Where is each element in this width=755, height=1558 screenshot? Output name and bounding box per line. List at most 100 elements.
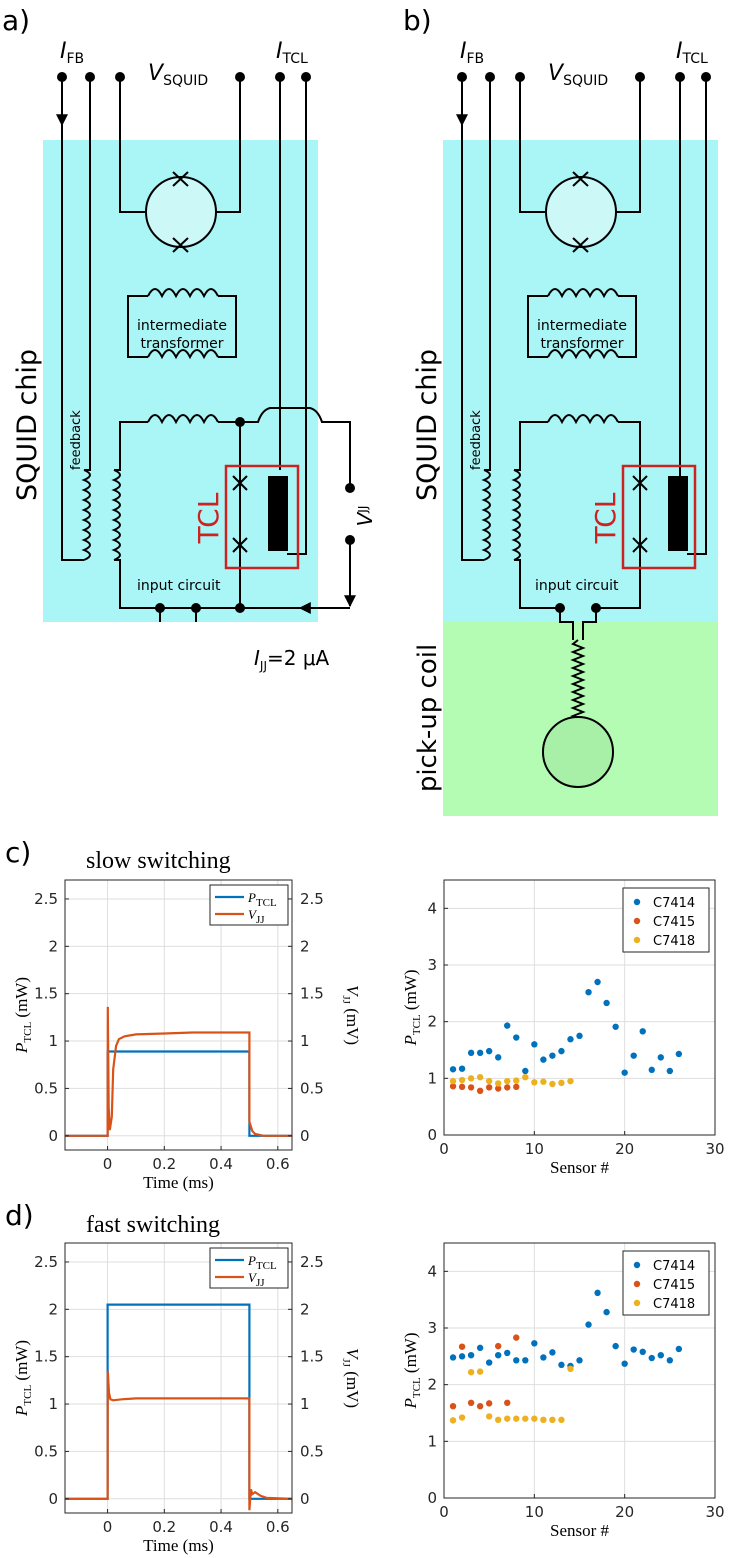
data-point-c7418 <box>458 1076 466 1084</box>
legend-label: C7414 <box>653 1259 695 1274</box>
data-point-c7414 <box>612 1342 619 1350</box>
plot-frame <box>443 879 716 1136</box>
x-tick-label: 20 <box>615 1140 634 1158</box>
x-tick-label: 0.6 <box>266 1155 290 1173</box>
tcl-label-b: TCL <box>589 492 622 544</box>
legend-marker <box>633 1261 641 1269</box>
data-point-c7414 <box>458 1065 466 1072</box>
plot-frame <box>443 1242 716 1499</box>
y-right-tick-label: 2 <box>300 937 310 955</box>
data-point-c7414 <box>458 1353 466 1360</box>
data-point-c7414 <box>585 1321 592 1328</box>
data-point-c7414 <box>558 1361 565 1369</box>
input-circuit-label-b: input circuit <box>535 578 619 594</box>
data-point-c7418 <box>449 1417 457 1424</box>
data-point-c7414 <box>540 1354 547 1361</box>
data-point-c7418 <box>549 1080 556 1088</box>
data-point-c7418 <box>522 1415 529 1422</box>
legend-box <box>209 1247 289 1289</box>
data-point-c7414 <box>603 1308 610 1316</box>
data-point-c7414 <box>504 1349 511 1357</box>
y-right-tick-label: 1.5 <box>300 1348 324 1366</box>
series-line-ptcl <box>65 1303 292 1500</box>
legend-marker <box>633 1280 641 1288</box>
data-point-c7414 <box>675 1050 683 1058</box>
x-tick-label: 30 <box>705 1140 724 1158</box>
data-point-c7418 <box>467 1075 475 1082</box>
data-point-c7415 <box>504 1399 511 1407</box>
y-axis-label: PTCL (mW) <box>401 1332 423 1409</box>
data-point-c7414 <box>630 1346 637 1353</box>
i-tcl-label: ITCL <box>276 39 308 67</box>
panel-c-letter: c) <box>5 836 31 869</box>
y-tick-label: 0 <box>48 1490 58 1508</box>
data-point-c7415 <box>485 1084 493 1091</box>
feedback-label-b: feedback <box>469 410 484 470</box>
data-point-c7418 <box>540 1078 547 1085</box>
y-tick-label: 1.5 <box>34 985 58 1003</box>
data-point-c7415 <box>476 1087 484 1095</box>
data-point-c7414 <box>476 1344 484 1352</box>
panel-d-subtitle: fast switching <box>86 1212 220 1238</box>
y-tick-label: 2.5 <box>34 1253 58 1271</box>
data-point-c7415 <box>504 1084 511 1091</box>
panel-b-circuit: b) IFB VSQUID ITCL <box>403 4 718 816</box>
x-tick-label: 0.4 <box>209 1155 233 1173</box>
data-point-c7414 <box>576 1357 583 1364</box>
data-point-c7414 <box>485 1359 493 1366</box>
legend-label: VJJ <box>248 907 265 926</box>
legend-label: C7418 <box>653 1297 695 1312</box>
data-point-c7414 <box>576 1032 583 1040</box>
y-tick-label: 0 <box>427 1126 437 1144</box>
data-point-c7414 <box>531 1340 538 1347</box>
tcl-box-b <box>621 464 697 570</box>
data-point-c7418 <box>485 1413 493 1420</box>
data-point-c7415 <box>513 1334 520 1341</box>
data-point-c7414 <box>549 1052 556 1059</box>
series-line-vjj <box>65 1370 293 1511</box>
x-tick-label: 10 <box>525 1140 544 1158</box>
data-point-c7414 <box>675 1345 683 1353</box>
y-right-tick-label: 0.5 <box>300 1079 324 1097</box>
squid-chip-label-b: SQUID chip <box>412 349 443 501</box>
tcl-label: TCL <box>192 492 225 544</box>
data-point-c7418 <box>467 1369 475 1376</box>
legend-label: PTCL <box>247 1253 277 1272</box>
x-tick-label: 0.2 <box>152 1155 176 1173</box>
x-tick-label: 0 <box>103 1518 113 1536</box>
data-point-c7415 <box>449 1083 457 1090</box>
data-point-c7418 <box>567 1077 574 1085</box>
data-point-c7414 <box>467 1352 475 1359</box>
data-point-c7418 <box>531 1079 538 1086</box>
data-point-c7414 <box>585 989 592 996</box>
i-tcl-label-b: ITCL <box>676 39 708 67</box>
data-point-c7414 <box>449 1354 457 1361</box>
data-point-c7414 <box>621 1069 628 1076</box>
y-axis-label-right: VJJ (mV) <box>340 985 362 1045</box>
data-point-c7414 <box>666 1357 674 1364</box>
data-point-c7418 <box>567 1365 574 1373</box>
i-fb-label-b: IFB <box>460 39 484 67</box>
data-point-c7418 <box>531 1415 538 1422</box>
panel-c-subtitle: slow switching <box>86 848 231 874</box>
y-tick-label: 0.5 <box>34 1079 58 1097</box>
y-right-tick-label: 0 <box>300 1127 310 1145</box>
x-axis-label: Sensor # <box>550 1521 610 1540</box>
v-squid-label: VSQUID <box>148 61 208 89</box>
x-tick-label: 10 <box>525 1503 544 1521</box>
data-point-c7415 <box>495 1085 502 1092</box>
feedback-label: feedback <box>69 410 84 470</box>
data-point-c7414 <box>666 1067 674 1075</box>
y-tick-label: 4 <box>427 1262 437 1280</box>
plot-frame <box>64 1242 293 1514</box>
data-point-c7418 <box>549 1416 556 1424</box>
data-point-c7414 <box>603 999 610 1007</box>
y-right-tick-label: 0.5 <box>300 1442 324 1460</box>
data-point-c7415 <box>495 1342 502 1350</box>
legend-marker <box>633 917 641 925</box>
